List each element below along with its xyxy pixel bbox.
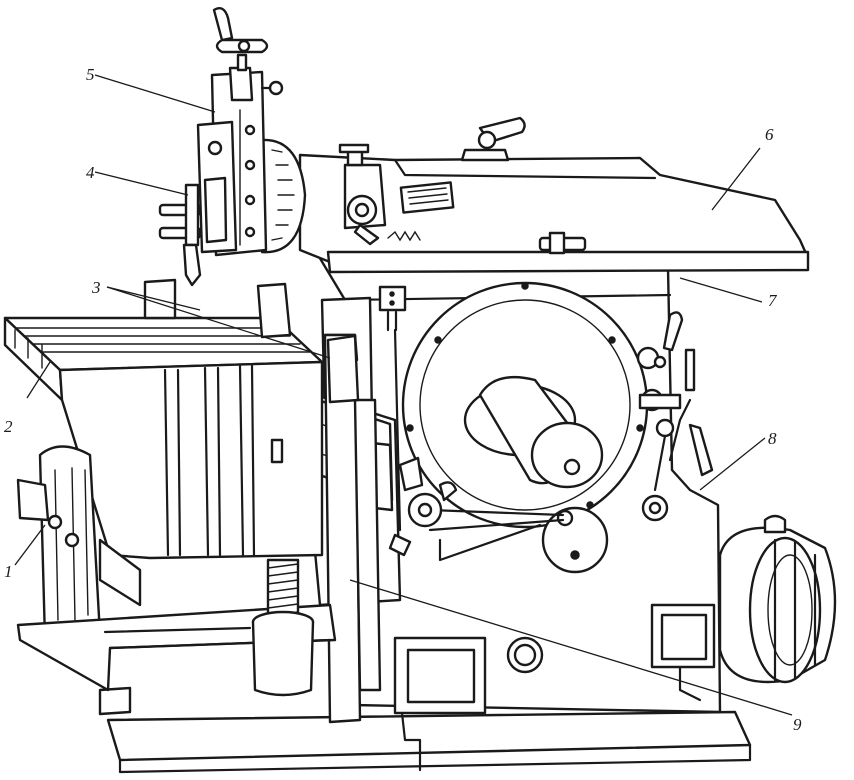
label-5: 5 (86, 65, 95, 84)
label-7: 7 (768, 291, 778, 310)
label-6: 6 (765, 125, 774, 144)
base-plate (98, 686, 752, 774)
label-4: 4 (86, 163, 95, 182)
feed-linkage (428, 508, 565, 562)
label-9: 9 (793, 715, 802, 734)
label-3: 3 (91, 278, 101, 297)
part-labels: 1 2 3 4 5 6 7 8 9 (4, 65, 802, 734)
leader-lines (14, 74, 793, 716)
tool-head (158, 7, 307, 287)
label-8: 8 (768, 429, 777, 448)
elevating-screw (251, 558, 315, 697)
control-levers (636, 311, 714, 522)
label-2: 2 (4, 417, 13, 436)
ram (298, 116, 810, 274)
crank-disc (401, 281, 649, 574)
ram-adjuster (338, 143, 387, 246)
label-1: 1 (4, 562, 13, 581)
motor-pulley (718, 514, 837, 684)
work-table (3, 278, 360, 560)
table-apron (298, 333, 458, 724)
electrical-boxes (393, 603, 716, 772)
